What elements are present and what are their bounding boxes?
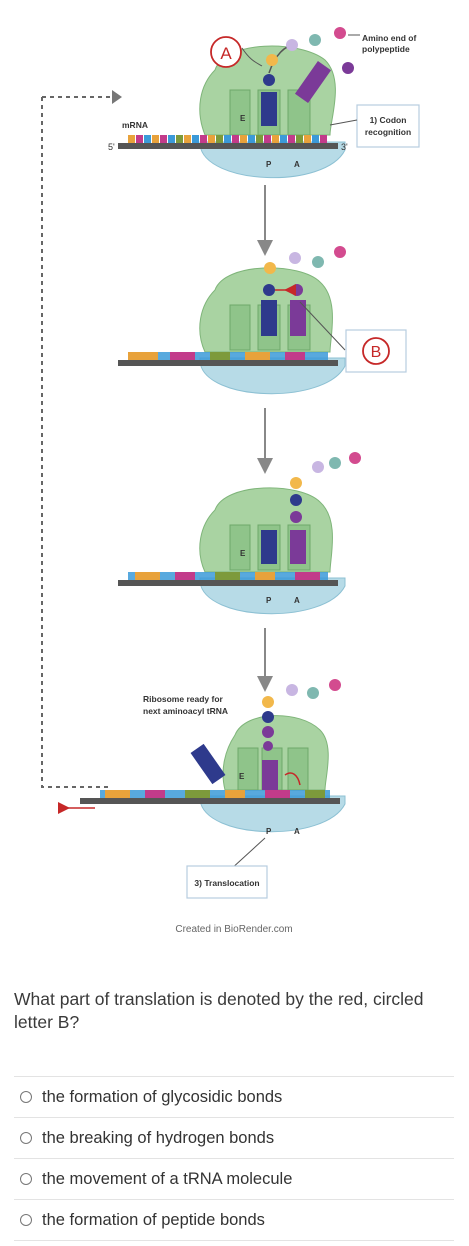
cycle-arrowhead xyxy=(112,90,122,104)
radio-button-icon[interactable] xyxy=(20,1091,32,1103)
site-p-label: P xyxy=(266,160,272,169)
exiting-trna xyxy=(190,743,226,785)
ribosome-ready-label-2: next aminoacyl tRNA xyxy=(143,706,228,716)
ribosome-ready-label-1: Ribosome ready for xyxy=(143,694,224,704)
circle-label-b xyxy=(362,337,390,365)
answer-option-4[interactable]: the formation of peptide bonds xyxy=(14,1199,454,1241)
translocation-box xyxy=(186,865,268,899)
label-a: A xyxy=(220,44,232,63)
translation-diagram: A Amino end of polypeptide 1) Codon reco… xyxy=(41,27,420,935)
ribosome-stage-4 xyxy=(58,679,346,833)
answer-option-1[interactable]: the formation of glycosidic bonds xyxy=(14,1076,454,1117)
incoming-trna xyxy=(294,61,332,103)
five-prime-label: 5' xyxy=(108,142,115,152)
cycle-dashed-line xyxy=(41,97,112,788)
svg-text:E: E xyxy=(239,772,245,781)
translocation-label: 3) Translocation xyxy=(194,878,259,888)
answer-option-label: the movement of a tRNA molecule xyxy=(42,1169,293,1188)
circle-label-a xyxy=(210,36,242,68)
answer-option-2[interactable]: the breaking of hydrogen bonds xyxy=(14,1117,454,1158)
answer-option-3[interactable]: the movement of a tRNA molecule xyxy=(14,1158,454,1199)
biorender-credit: Created in BioRender.com xyxy=(175,924,292,935)
question-text: What part of translation is denoted by t… xyxy=(14,989,424,1032)
mrna-label: mRNA xyxy=(122,120,148,130)
ribosome-stage-3 xyxy=(118,452,361,615)
svg-text:A: A xyxy=(294,596,300,605)
amino-end-label-2: polypeptide xyxy=(362,44,410,54)
radio-button-icon[interactable] xyxy=(20,1132,32,1144)
three-prime-label: 3' xyxy=(341,142,348,152)
codon-recognition-label-2: recognition xyxy=(365,127,411,137)
answer-options: the formation of glycosidic bonds the br… xyxy=(14,1076,454,1241)
svg-text:E: E xyxy=(240,549,246,558)
site-e-label: E xyxy=(240,114,246,123)
svg-text:A: A xyxy=(294,827,300,836)
codon-recognition-label-1: 1) Codon xyxy=(370,115,407,125)
codon-recognition-box xyxy=(356,104,420,148)
answer-option-label: the breaking of hydrogen bonds xyxy=(42,1128,275,1147)
trna-p-site xyxy=(261,92,277,126)
answer-option-label: the formation of peptide bonds xyxy=(42,1210,265,1229)
radio-button-icon[interactable] xyxy=(20,1173,32,1185)
svg-text:P: P xyxy=(266,827,272,836)
radio-button-icon[interactable] xyxy=(20,1214,32,1226)
svg-text:P: P xyxy=(266,596,272,605)
answer-option-label: the formation of glycosidic bonds xyxy=(42,1087,283,1106)
ribosome-stage-2 xyxy=(118,246,346,395)
ribosome-stage-1 xyxy=(118,27,354,179)
site-a-label: A xyxy=(294,160,300,169)
label-b: B xyxy=(371,344,382,361)
amino-end-label-1: Amino end of xyxy=(362,33,416,43)
